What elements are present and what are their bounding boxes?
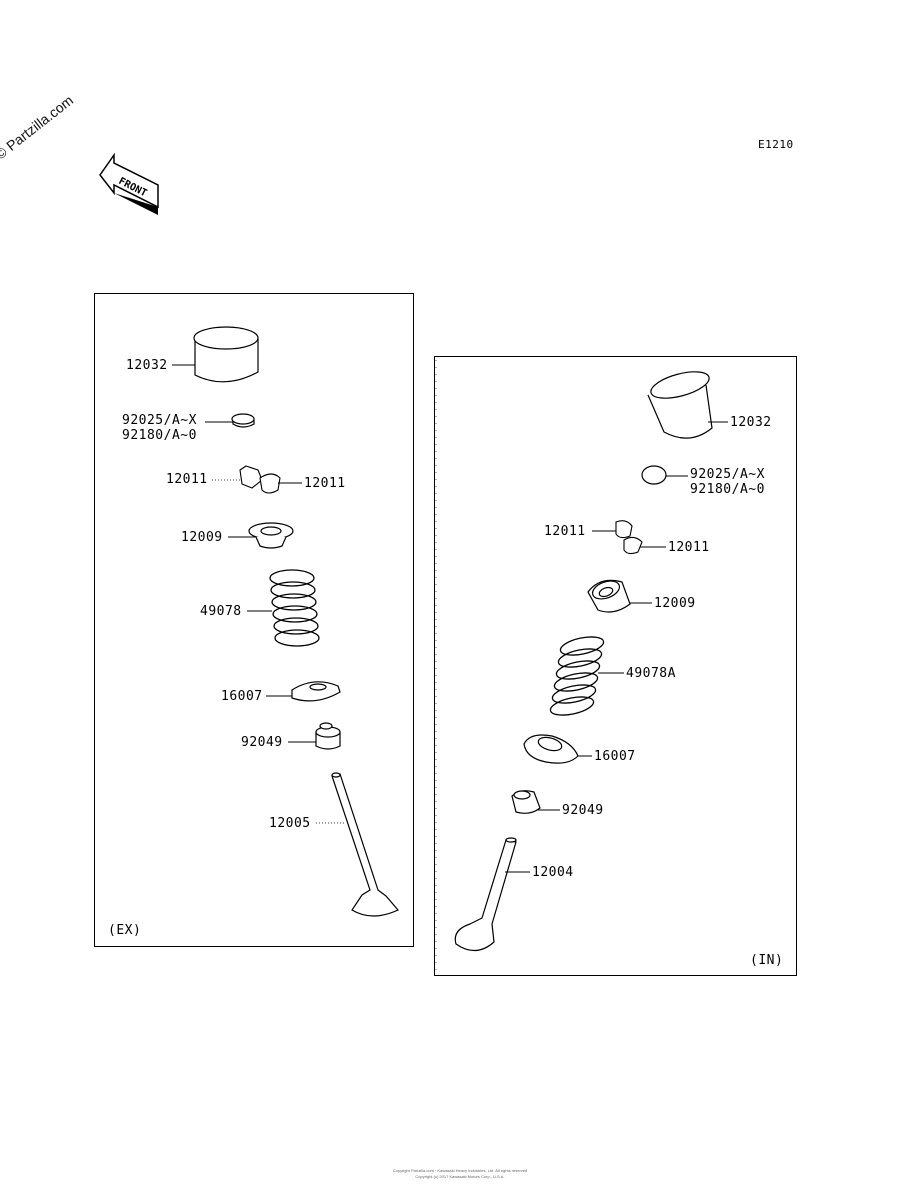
ex-label-retainer[interactable]: 12009 (181, 530, 223, 545)
front-arrow-label: FRONT (117, 176, 149, 199)
in-label-retainer[interactable]: 12009 (654, 596, 696, 611)
ex-label-tappet[interactable]: 12032 (126, 358, 168, 373)
ex-label-spring-seat[interactable]: 16007 (221, 689, 263, 704)
partzilla-watermark: © Partzilla.com (0, 91, 77, 163)
in-label-cotter-left[interactable]: 12011 (544, 524, 586, 539)
ex-label-spring[interactable]: 49078 (200, 604, 242, 619)
in-label-valve[interactable]: 12004 (532, 865, 574, 880)
ex-label-cotter-left[interactable]: 12011 (166, 472, 208, 487)
ex-label-oil-seal[interactable]: 92049 (241, 735, 283, 750)
in-label-spring[interactable]: 49078A (626, 666, 676, 681)
ex-panel-label: (EX) (108, 923, 142, 938)
ex-label-shim-2[interactable]: 92180/A~0 (122, 428, 197, 443)
ex-label-valve[interactable]: 12005 (269, 816, 311, 831)
footer-line-1: Copyright Partzilla.com · Kawasaki Heavy… (392, 1168, 528, 1173)
copyright-footer: Copyright Partzilla.com · Kawasaki Heavy… (330, 1168, 590, 1180)
in-label-shim-1[interactable]: 92025/A~X (690, 467, 765, 482)
footer-line-2: Copyright (c) 2017 Kawasaki Motors Corp.… (415, 1174, 505, 1179)
ex-label-cotter-right[interactable]: 12011 (304, 476, 346, 491)
in-label-cotter-right[interactable]: 12011 (668, 540, 710, 555)
in-label-oil-seal[interactable]: 92049 (562, 803, 604, 818)
intake-panel-frame (434, 356, 797, 976)
in-label-tappet[interactable]: 12032 (730, 415, 772, 430)
exhaust-panel-frame (94, 293, 414, 947)
ex-label-shim-1[interactable]: 92025/A~X (122, 413, 197, 428)
in-label-shim-2[interactable]: 92180/A~0 (690, 482, 765, 497)
diagram-code: E1210 (758, 138, 794, 151)
in-panel-label: (IN) (750, 953, 784, 968)
front-arrow-icon: FRONT (99, 152, 159, 215)
in-label-spring-seat[interactable]: 16007 (594, 749, 636, 764)
